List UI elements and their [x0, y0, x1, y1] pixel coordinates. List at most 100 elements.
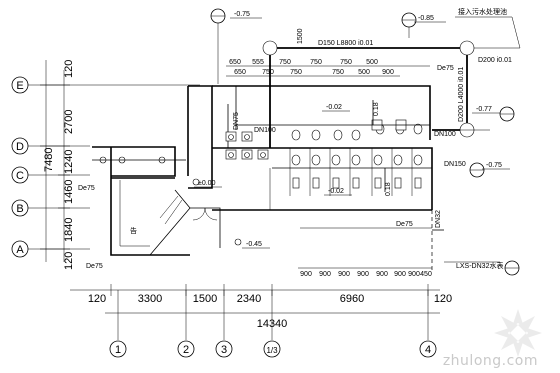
index-marker-top-right — [401, 12, 417, 38]
watermark-logo-icon — [494, 309, 542, 357]
index-markers — [210, 8, 520, 276]
left-dim-2700: 2700 — [63, 110, 75, 134]
toilet-row — [291, 154, 423, 166]
top-dim-row1-750-a: 750 — [279, 59, 291, 66]
elevation-top-left: -0.75 — [234, 11, 250, 18]
dn100-right-label: DN100 — [434, 131, 456, 138]
axis-bubble-3 — [215, 340, 233, 358]
de75-left-label: De75 — [78, 185, 95, 192]
de75-bottom-left-label: De75 — [86, 263, 103, 270]
interior-dim-5: 900 — [376, 271, 388, 278]
left-dimension-chain: 120 2700 1240 1460 1840 120 7480 — [40, 60, 75, 270]
bottom-dim-1500: 1500 — [193, 293, 217, 305]
bottom-dim-3300: 3300 — [138, 293, 162, 305]
axis-label-B: B — [16, 203, 23, 215]
axis-bubble-B: B — [11, 199, 90, 217]
axis-label-1-3: 1/3 — [266, 346, 278, 355]
axis-bubble-1-3 — [263, 340, 281, 358]
interior-dim-3: 900 — [338, 271, 350, 278]
main-pipe-label: D150 L8800 i0.01 — [318, 40, 373, 47]
building-walls — [92, 85, 433, 256]
elevation-right-upper: -0.77 — [476, 106, 492, 113]
interior-dim-7: 900 — [408, 271, 420, 278]
index-marker-right-upper — [499, 106, 515, 122]
squat-toilets — [292, 177, 422, 189]
dn150-label: DN150 — [444, 161, 466, 168]
top-dim-row1-555: 555 — [252, 59, 264, 66]
left-dim-1240: 1240 — [63, 150, 75, 174]
elevation-top-right: -0.85 — [418, 15, 434, 22]
pipe-labels: D150 L8800 i0.01 D200 i0.01 1500 D200 L4… — [78, 28, 512, 270]
dn100-left-label: DN100 — [254, 127, 276, 134]
elevation-right-lower: -0.75 — [486, 162, 502, 169]
left-dim-total: 7480 — [43, 148, 55, 172]
bottom-dim-120-right: 120 — [434, 293, 452, 305]
top-dim-row1-500: 500 — [366, 59, 378, 66]
interior-dim-1: 900 — [300, 271, 312, 278]
axis-bubble-2 — [177, 340, 195, 358]
axis-label-1: 1 — [115, 344, 121, 356]
axis-label-D: D — [16, 141, 24, 153]
inspection-well-top-left — [262, 40, 278, 56]
slope-label-a: 0.18 — [373, 102, 380, 116]
axis-label-A: A — [16, 244, 24, 256]
dn75-vertical-label: DN75 — [233, 112, 240, 130]
top-dim-row1-750-c: 750 — [340, 59, 352, 66]
drainage-pipes — [92, 47, 468, 270]
bottom-dimension-chain: 120 3300 1500 2340 6960 120 14340 — [70, 284, 452, 330]
bottom-dim-total: 14340 — [257, 318, 288, 330]
dn32-label: DN32 — [435, 210, 442, 228]
left-dim-1460: 1460 — [63, 180, 75, 204]
axis-bubble-1 — [109, 340, 127, 358]
top-dimension-chains: 650 555 750 750 750 500 650 750 750 750 … — [226, 59, 430, 77]
elevation-low: -0.45 — [246, 241, 262, 248]
index-marker-bottom-right — [504, 260, 520, 276]
axis-label-4: 4 — [425, 344, 431, 356]
left-dim-1840: 1840 — [63, 218, 75, 242]
top-dim-row2-750-c: 750 — [332, 69, 344, 76]
interior-dimension-chain: 900 900 900 900 900 900 900 450 — [298, 267, 432, 278]
interior-dim-2: 900 — [319, 271, 331, 278]
bottom-dim-6960: 6960 — [340, 293, 364, 305]
sewer-connection-note: 接入污水处理池 — [458, 7, 507, 16]
interior-dim-8: 450 — [420, 271, 432, 278]
axis-label-2: 2 — [183, 344, 189, 356]
top-dim-row2-900: 900 — [382, 69, 394, 76]
axis-label-E: E — [16, 80, 23, 92]
elevation-marks: -0.75 -0.85 -0.77 -0.75 -0.02 -0.02 ±0.0… — [194, 11, 510, 249]
top-dim-row2-750-b: 750 — [290, 69, 302, 76]
inspection-well-top-right — [459, 40, 475, 56]
axis-bubble-4 — [419, 340, 437, 358]
d200-pipe-label: D200 i0.01 — [478, 57, 512, 64]
elevation-floor: ±0.00 — [198, 180, 216, 187]
top-dim-row2-500: 500 — [358, 69, 370, 76]
interior-dim-4: 900 — [357, 271, 369, 278]
stall-partitions — [289, 148, 413, 196]
watermark-text: zhulong.com — [442, 353, 538, 369]
slope-label-b: 0.18 — [385, 182, 392, 196]
bottom-dim-120-left: 120 — [88, 293, 106, 305]
axis-label-C: C — [16, 170, 24, 182]
top-dim-row1-650: 650 — [229, 59, 241, 66]
top-dim-row2-750-a: 750 — [262, 69, 274, 76]
room-mark: 告 — [130, 226, 137, 235]
de75-right-label: De75 — [396, 221, 413, 228]
elevation-mid-upper: -0.02 — [326, 104, 342, 111]
de75-top-label: De75 — [437, 65, 454, 72]
left-dim-120-bottom: 120 — [63, 252, 75, 270]
water-meter-note: LXS-DN32水表 — [456, 261, 503, 270]
inspection-wells — [262, 40, 520, 138]
interior-dim-6: 900 — [394, 271, 406, 278]
top-dim-row1-750-b: 750 — [310, 59, 322, 66]
axis-label-3: 3 — [221, 344, 227, 356]
elevation-mid-lower: -0.02 — [328, 188, 344, 195]
bottom-dim-2340: 2340 — [237, 293, 261, 305]
index-marker-right-lower — [469, 162, 485, 178]
column-axis-markers: 1 2 3 1/3 4 — [109, 290, 437, 358]
vertical-1500-label: 1500 — [297, 28, 304, 44]
left-dim-120-top: 120 — [63, 60, 75, 78]
sanitary-fixtures — [99, 119, 423, 246]
right-pipe-label: D200 L4000 i0.01 — [458, 67, 465, 122]
annotations: 接入污水处理池 LXS-DN32水表 告 — [130, 7, 521, 270]
